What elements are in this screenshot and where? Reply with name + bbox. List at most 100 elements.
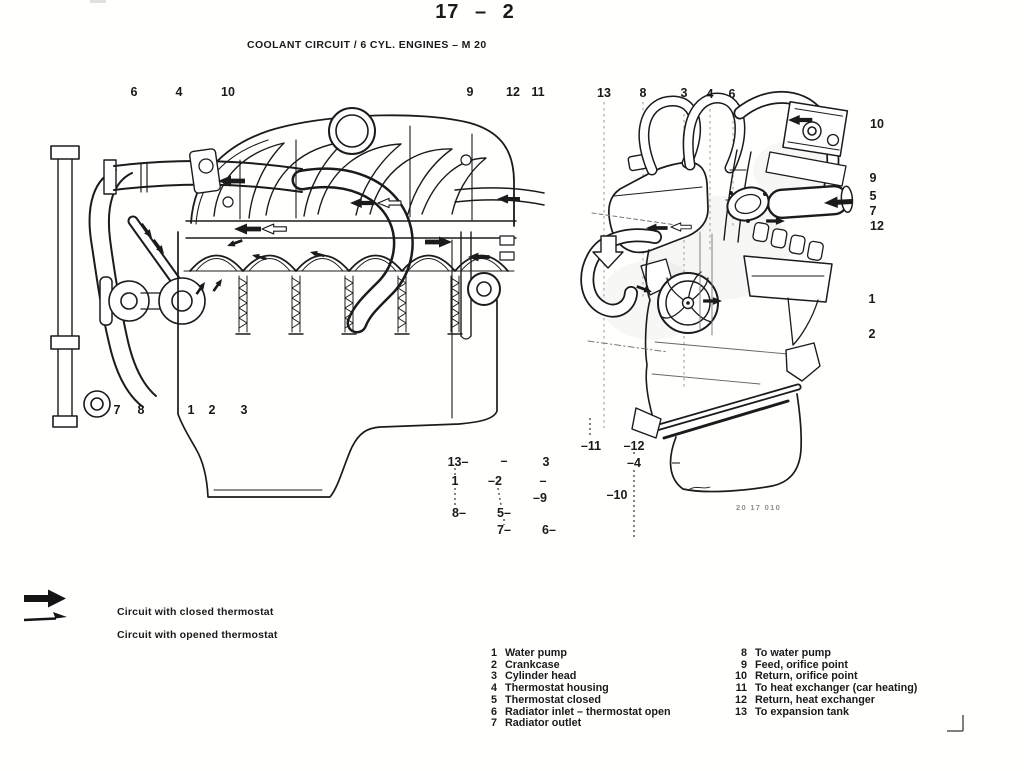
- crankcase-oil-pan: [177, 231, 498, 498]
- open-flow-arrow-icon: [592, 235, 624, 269]
- callout-11: 11: [531, 85, 545, 99]
- callout-3: 3: [240, 403, 248, 417]
- engine-block-end: [644, 231, 819, 426]
- thermostat-housing-elbow: [291, 167, 414, 334]
- parts-item-number: 4: [490, 682, 497, 695]
- head-studs: [235, 275, 463, 335]
- parts-item-label: To heat exchanger (car heating): [755, 682, 918, 695]
- page-title: COOLANT CIRCUIT / 6 CYL. ENGINES – M 20: [247, 39, 487, 51]
- closed-thermostat-arrow-icon: [24, 589, 66, 608]
- parts-item-number: 11: [735, 682, 747, 695]
- parts-item-10: 10 Return, orifice point: [725, 671, 917, 683]
- parts-list-right-column: 8 To water pump 9 Feed, orifice point 10 Retu…: [725, 647, 918, 719]
- parts-item-label: Thermostat housing: [505, 682, 609, 695]
- parts-item-7: 7 Radiator outlet: [481, 718, 671, 730]
- callout-8: 8–: [452, 506, 466, 520]
- corner-crop-mark: [947, 715, 964, 732]
- parts-item-label: Radiator outlet: [505, 717, 582, 730]
- drawing-number: 20 17 010: [736, 503, 782, 512]
- left-engine-diagram: [50, 107, 545, 498]
- parts-item-label: Water pump: [505, 647, 567, 659]
- parts-item-number: 7: [490, 717, 497, 730]
- oil-pan-rail: [631, 342, 821, 440]
- callout-12: 12: [870, 219, 884, 233]
- callout-6: 6: [130, 85, 138, 99]
- pump-inlet-pipe: [127, 215, 182, 287]
- callout-1: 1: [451, 474, 459, 488]
- page-section-code: 17 – 2: [435, 1, 515, 23]
- parts-item-label: Cylinder head: [505, 670, 577, 683]
- callout-9: 9: [466, 85, 474, 99]
- callout-13: 13: [597, 86, 611, 100]
- parts-item-number: 12: [734, 693, 747, 706]
- thermostat-housing: [723, 149, 770, 243]
- parts-item-label: Return, orifice point: [755, 670, 858, 683]
- opened-thermostat-arrow-icon: [23, 612, 67, 622]
- callout-7: 7–: [497, 523, 511, 537]
- callout-5: 5–: [497, 506, 511, 520]
- legend-arrow-icons: [23, 589, 67, 622]
- callout-3: 3: [542, 455, 550, 469]
- callout-7: 7: [113, 403, 121, 417]
- callout-9: 9: [869, 171, 877, 185]
- callout-10: 10: [221, 85, 235, 99]
- parts-item-number: 9: [740, 658, 747, 671]
- parts-item-9: 9 Feed, orifice point: [725, 658, 917, 672]
- parts-item-8: 8 To water pump: [725, 647, 917, 660]
- parts-item-label: Radiator inlet – thermostat open: [505, 705, 671, 718]
- callout-4: –4: [627, 456, 641, 470]
- parts-item-number: 8: [740, 647, 747, 659]
- top-hose-loops: [638, 92, 746, 176]
- callout-5: 5: [869, 189, 877, 203]
- callout-dash: –: [539, 474, 547, 488]
- right-engine-diagram: [580, 90, 854, 493]
- callout-12: 12: [506, 85, 520, 99]
- parts-item-number: 1: [490, 647, 497, 659]
- legend-closed-thermostat-label: Circuit with closed thermostat: [117, 606, 274, 618]
- scan-artifacts: [90, 0, 964, 732]
- callout-9: –9: [533, 491, 547, 505]
- callout-dash: –: [500, 454, 508, 468]
- parts-item-label: To expansion tank: [755, 705, 849, 718]
- parts-item-number: 3: [490, 670, 497, 683]
- parts-item-11: 11 To heat exchanger (car heating): [725, 682, 918, 695]
- callout-10: –10: [606, 488, 628, 502]
- callout-2: 2: [208, 403, 216, 417]
- callout-leader-dots: [454, 418, 680, 540]
- water-pump: [99, 276, 206, 326]
- flow-arrow-icons: [138, 175, 520, 296]
- parts-item-number: 2: [490, 658, 497, 671]
- water-pump-impeller: [640, 258, 719, 334]
- callout-4: 4: [706, 87, 714, 101]
- parts-item-2: 2 Crankcase: [481, 658, 671, 672]
- oil-pan: [669, 393, 803, 493]
- callout-8: 8: [137, 403, 145, 417]
- bypass-fitting: [460, 231, 515, 340]
- radiator-pipes: [50, 145, 111, 428]
- callout-10: 10: [870, 117, 884, 131]
- parts-item-number: 10: [734, 670, 747, 683]
- callout-1: 1: [868, 292, 876, 306]
- parts-item-label: Crankcase: [505, 658, 560, 671]
- parts-item-label: Feed, orifice point: [755, 658, 848, 671]
- distributor: [743, 221, 833, 303]
- callout-6: 6–: [542, 523, 556, 537]
- callout-7: 7: [869, 204, 877, 218]
- parts-item-number: 5: [490, 693, 497, 706]
- callout-1: 1: [187, 403, 195, 417]
- legend-opened-thermostat-label: Circuit with opened thermostat: [117, 629, 278, 641]
- parts-item-3: 3 Cylinder head: [481, 671, 671, 683]
- intake-manifold: [190, 107, 515, 227]
- callout-11: –11: [580, 439, 602, 453]
- front-bracket: [189, 148, 221, 194]
- callout-8: 8: [639, 86, 647, 100]
- callout-3: 3: [680, 86, 688, 100]
- parts-item-label: To water pump: [755, 647, 831, 659]
- parts-item-number: 6: [490, 705, 497, 718]
- parts-item-6: 6 Radiator inlet – thermostat open: [481, 705, 671, 719]
- callout-12: –12: [623, 439, 645, 453]
